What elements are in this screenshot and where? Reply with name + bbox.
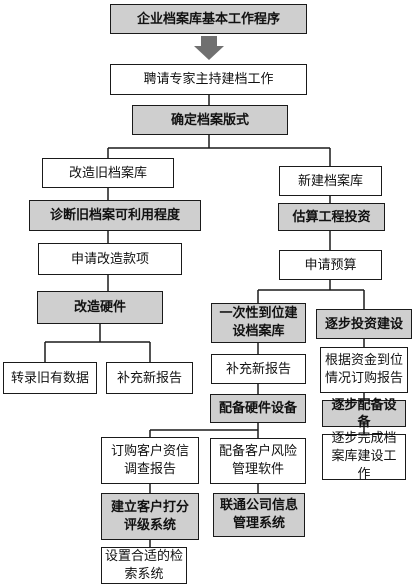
renovate-old-archive-box: 改造旧档案库 [42, 158, 174, 188]
estimate-investment-box: 估算工程投资 [278, 203, 385, 231]
supplement-report-mid-box: 补充新报告 [211, 354, 306, 384]
complete-archive-box: 逐步完成档案库建设工作 [322, 431, 406, 482]
scoring-system-box: 建立客户打分评级系统 [101, 493, 199, 540]
gradual-equip-box: 逐步配备设备 [322, 398, 406, 430]
new-archive-box: 新建档案库 [279, 166, 382, 196]
apply-budget-box: 申请预算 [279, 250, 382, 280]
apply-renovation-funds-box: 申请改造款项 [38, 243, 182, 275]
diagnose-usability-box: 诊断旧档案可利用程度 [29, 200, 201, 231]
gradual-invest-box: 逐步投资建设 [316, 309, 412, 339]
order-credit-reports-box: 订购客户资信调查报告 [101, 437, 199, 484]
supplement-report-left-box: 补充新报告 [106, 362, 193, 394]
one-time-build-box: 一次性到位建设档案库 [211, 303, 306, 343]
hire-expert-box: 聘请专家主持建档工作 [110, 64, 307, 95]
title-box: 企业档案库基本工作程序 [110, 4, 307, 34]
company-info-system-box: 联通公司信息管理系统 [213, 493, 305, 537]
retrieval-system-box: 设置合适的检索系统 [101, 547, 187, 584]
transfer-old-data-box: 转录旧有数据 [3, 362, 97, 394]
renovate-hardware-box: 改造硬件 [37, 291, 163, 324]
determine-format-box: 确定档案版式 [132, 105, 288, 135]
equip-hardware-box: 配备硬件设备 [210, 394, 306, 423]
down-arrow-icon [194, 36, 224, 60]
order-reports-by-funds-box: 根据资金到位情况订购报告 [320, 347, 408, 393]
risk-software-box: 配备客户风险管理软件 [210, 438, 306, 484]
